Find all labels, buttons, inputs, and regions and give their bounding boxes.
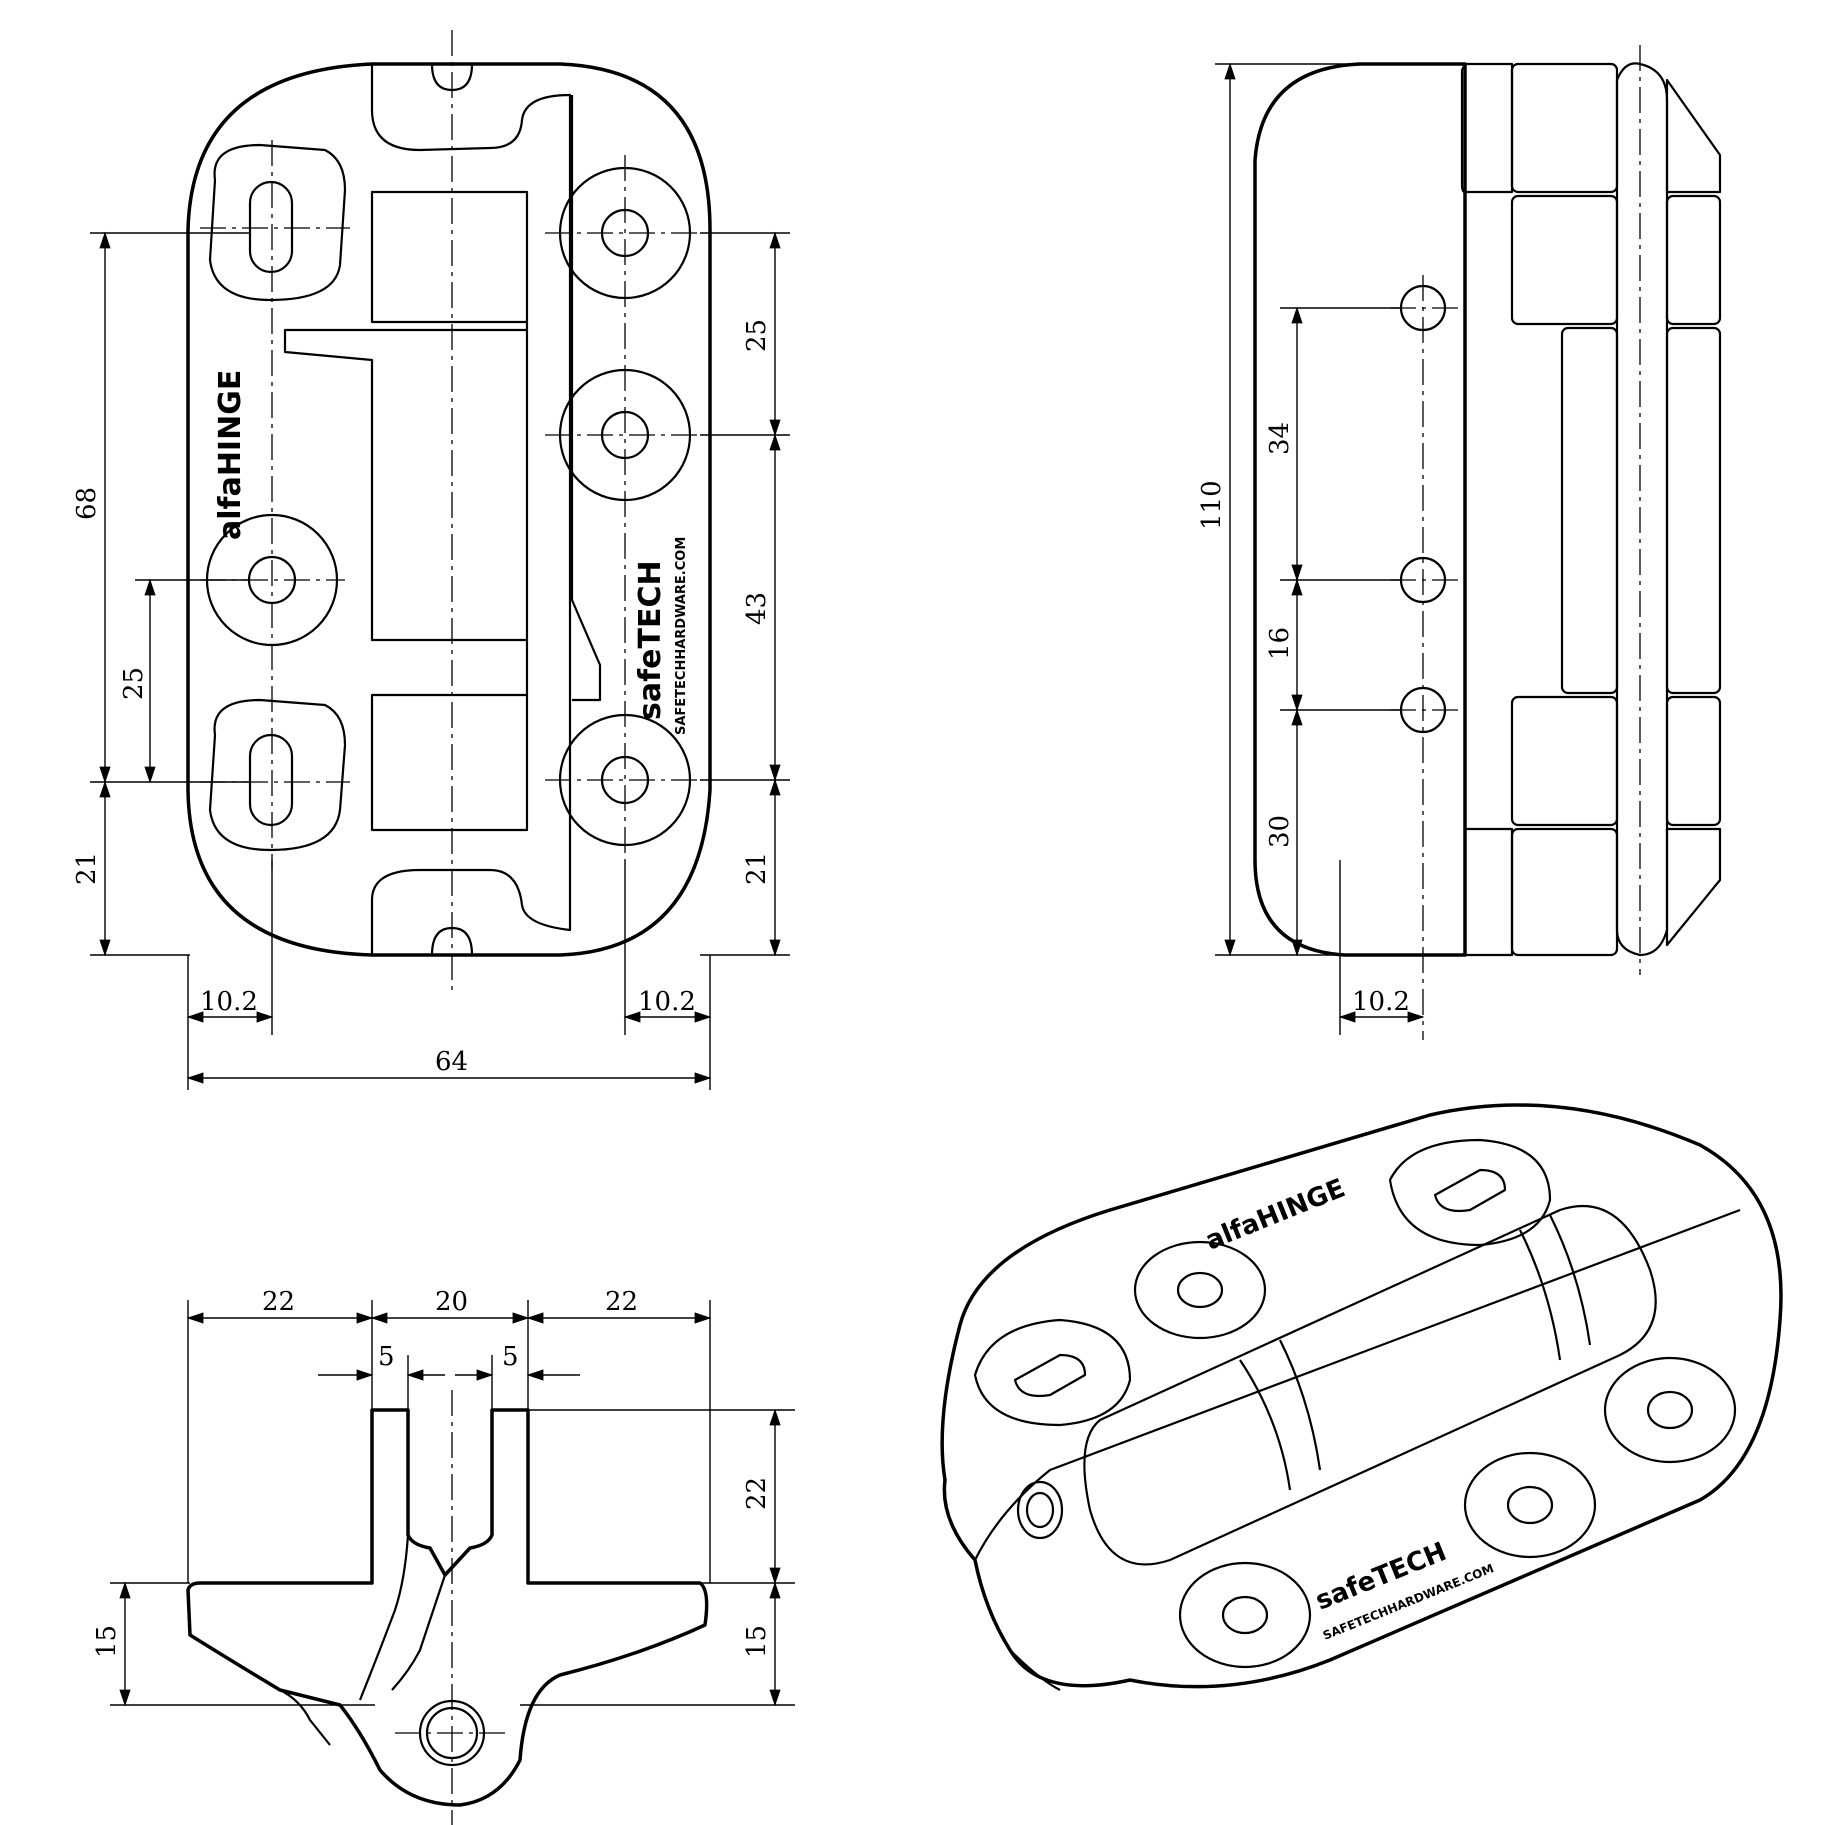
dim-10-2-side: 10.2 — [1352, 987, 1410, 1017]
front-barrel-bottom — [370, 693, 529, 832]
dim-21-left: 21 — [72, 852, 102, 885]
front-central-leaf — [370, 64, 572, 955]
front-slot-bottom — [248, 733, 294, 827]
front-slot-boss-top — [208, 143, 347, 302]
dim-64: 64 — [435, 1047, 468, 1077]
dim-21-right: 21 — [742, 852, 772, 885]
dim-10-2-left: 10.2 — [200, 987, 258, 1017]
front-outline — [186, 62, 712, 957]
side-hatch-blocks — [1460, 62, 1722, 957]
iso-outline — [940, 1103, 1783, 1689]
front-view: alfaHINGE safeTECH SAFETECHHARDWARE.COM … — [72, 30, 790, 1090]
dim-22-right: 22 — [605, 1287, 638, 1317]
iso-barrel — [1083, 1205, 1657, 1566]
iso-pin-end — [1016, 1480, 1064, 1540]
dim-34: 34 — [1265, 422, 1295, 455]
iso-slot-boss-back — [1388, 1138, 1552, 1247]
dim-110: 110 — [1197, 480, 1227, 530]
front-slot-boss-bottom — [208, 698, 347, 852]
bottom-outline — [186, 1408, 709, 1807]
front-logo-maker: safeTECH — [633, 560, 668, 720]
iso-view: alfaHINGE safeTECH SAFETECHHARDWARE.COM — [940, 1103, 1783, 1691]
front-logo-url: SAFETECHHARDWARE.COM — [674, 537, 689, 735]
iso-logo-brand: alfaHINGE — [1201, 1173, 1349, 1256]
side-view: 110 34 16 30 10.2 — [1197, 45, 1722, 1040]
iso-boss-1 — [1133, 1240, 1267, 1340]
dim-15-right: 15 — [742, 1625, 772, 1658]
dim-16: 16 — [1265, 627, 1295, 660]
dim-22-left: 22 — [262, 1287, 295, 1317]
front-logo-brand: alfaHINGE — [213, 370, 248, 540]
dim-15-left: 15 — [92, 1625, 122, 1658]
dim-5-right: 5 — [502, 1342, 519, 1372]
dim-43: 43 — [742, 592, 772, 625]
bottom-view: 22 20 22 5 5 22 15 15 — [92, 1287, 795, 1825]
dim-68: 68 — [72, 487, 102, 520]
dim-30: 30 — [1265, 815, 1295, 848]
dim-10-2-right: 10.2 — [638, 987, 696, 1017]
side-plate — [1615, 62, 1669, 957]
iso-boss-4 — [1178, 1561, 1312, 1669]
dim-20: 20 — [435, 1287, 468, 1317]
iso-boss-2 — [1603, 1356, 1737, 1464]
iso-boss-3 — [1463, 1451, 1597, 1559]
iso-slot-boss-front — [973, 1318, 1132, 1427]
dim-5-left: 5 — [378, 1342, 395, 1372]
dim-22-height: 22 — [742, 1477, 772, 1510]
front-barrel-top — [370, 190, 529, 324]
dim-25-right: 25 — [742, 319, 772, 352]
dim-25-left: 25 — [119, 667, 149, 700]
front-slot-top — [248, 180, 294, 274]
